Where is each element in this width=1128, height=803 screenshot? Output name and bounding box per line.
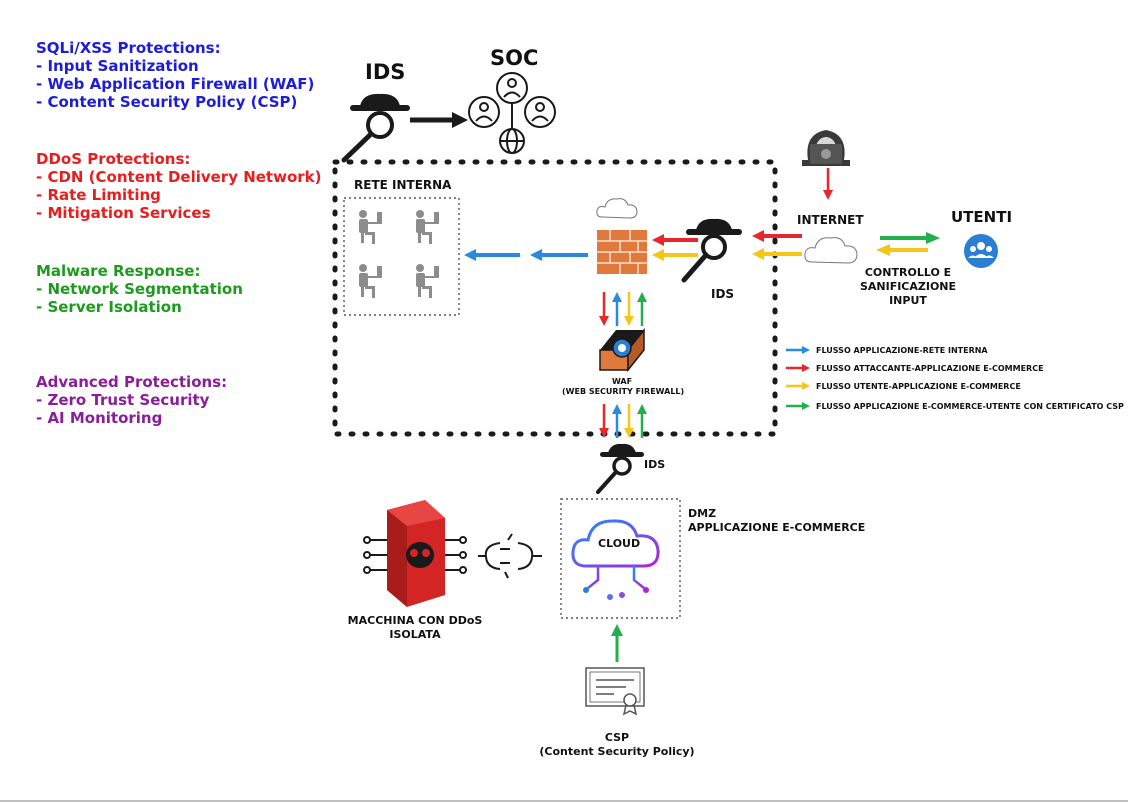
user-flow-arrows (652, 248, 802, 261)
protection-item: - Server Isolation (36, 298, 182, 316)
cloud-label: CLOUD (598, 537, 641, 550)
csp-cloud-arrowhead (611, 624, 623, 636)
legend-item-user: FLUSSO UTENTE-APPLICAZIONE E-COMMERCE (816, 382, 1021, 391)
spy-icon (341, 93, 410, 163)
protection-title: Malware Response: (36, 262, 201, 280)
macchina-line-1: MACCHINA CON DDoS (347, 614, 483, 627)
protection-item: - Content Security Policy (CSP) (36, 93, 298, 111)
csp-line-2: (Content Security Policy) (539, 745, 695, 758)
waf-line-1: WAF (611, 377, 633, 386)
soc-label: SOC (490, 46, 539, 70)
protection-item: - CDN (Content Delivery Network) (36, 168, 322, 186)
macchina-label: MACCHINA CON DDoS ISOLATA (340, 614, 490, 642)
vertical-flows-upper (599, 292, 647, 326)
dmz-line-1: DMZ (688, 507, 717, 520)
workstation-icon (359, 210, 439, 298)
controllo-label: CONTROLLO E SANIFICAZIONE INPUT (856, 266, 960, 308)
cloud-icon (596, 198, 638, 219)
dmz-box (560, 498, 681, 619)
csp-line-1: CSP (604, 731, 630, 744)
protection-item: - Mitigation Services (36, 204, 211, 222)
csp-label: CSP (Content Security Policy) (537, 731, 697, 759)
dmz-line-2: APPLICAZIONE E-COMMERCE (688, 521, 866, 534)
dmz-label: DMZ APPLICAZIONE E-COMMERCE (688, 507, 865, 535)
protection-group: SQLi/XSS Protections:- Input Sanitizatio… (36, 39, 314, 111)
soc-team-icon (468, 72, 556, 154)
protection-group: DDoS Protections:- CDN (Content Delivery… (36, 150, 322, 222)
firewall-icon (597, 230, 647, 274)
protection-title: DDoS Protections: (36, 150, 191, 168)
protection-item: - Rate Limiting (36, 186, 161, 204)
plug-icon (478, 533, 542, 579)
ids-mid-label: IDS (711, 287, 735, 301)
workstations-box (343, 197, 460, 316)
legend-arrows (786, 346, 810, 410)
internet-label: INTERNET (797, 213, 864, 227)
attacker-flow-arrows (652, 230, 802, 246)
waf-label: WAF (WEB SECURITY FIREWALL) (562, 377, 685, 397)
ids-top-label: IDS (365, 60, 406, 84)
vertical-flows-lower (599, 404, 647, 438)
legend-item-internal: FLUSSO APPLICAZIONE-RETE INTERNA (816, 346, 988, 355)
certificate-icon (585, 667, 645, 716)
utenti-label: UTENTI (951, 208, 1013, 226)
cloud-icon (571, 519, 660, 600)
protection-group: Malware Response:- Network Segmentation-… (36, 262, 243, 316)
internal-network-border (332, 159, 778, 437)
controllo-line-2: SANIFICAZIONE (859, 280, 957, 293)
spy-icon (681, 218, 742, 283)
skull-server-icon (363, 500, 467, 607)
spy-icon (596, 443, 644, 494)
legend-item-csp: FLUSSO APPLICAZIONE E-COMMERCE-UTENTE CO… (816, 402, 1124, 411)
cloud-icon (804, 237, 858, 264)
controllo-line-1: CONTROLLO E (864, 266, 952, 279)
protection-item: - Zero Trust Security (36, 391, 210, 409)
users-icon (964, 234, 998, 268)
rete-interna-label: RETE INTERNA (354, 178, 452, 192)
controllo-line-3: INPUT (889, 294, 927, 307)
ids-soc-arrowhead (452, 112, 468, 128)
protection-title: SQLi/XSS Protections: (36, 39, 221, 57)
protection-item: - Network Segmentation (36, 280, 243, 298)
hacker-icon (802, 130, 850, 166)
legend-item-attacker: FLUSSO ATTACCANTE-APPLICAZIONE E-COMMERC… (816, 364, 1044, 373)
internal-flow-arrows (464, 249, 588, 261)
protection-group: Advanced Protections:- Zero Trust Securi… (36, 373, 227, 427)
green-flow-arrows (876, 232, 940, 256)
protection-item: - AI Monitoring (36, 409, 163, 427)
protection-title: Advanced Protections: (36, 373, 228, 391)
firewall-icon (599, 327, 645, 373)
waf-line-2: (WEB SECURITY FIREWALL) (562, 387, 685, 396)
macchina-line-2: ISOLATA (389, 628, 441, 641)
protection-item: - Web Application Firewall (WAF) (36, 75, 315, 93)
ids-low-label: IDS (644, 458, 666, 471)
protection-item: - Input Sanitization (36, 57, 199, 75)
hacker-internet-arrowhead (823, 190, 833, 200)
